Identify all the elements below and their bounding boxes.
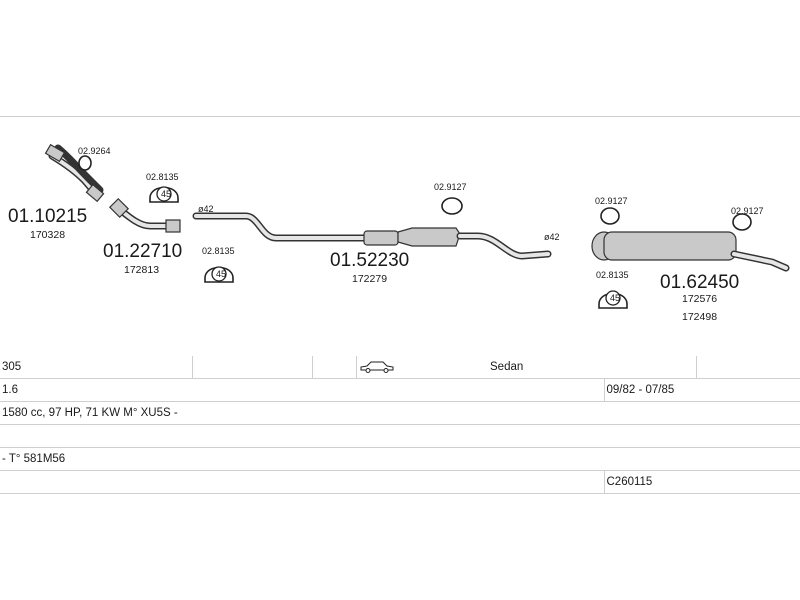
vehicle-spec-table: 305 Sedan 1.6 09/82 - 07/85 1580 cc, 97 … (0, 356, 800, 494)
body-icon-cell (355, 356, 488, 379)
catalogue-code-cell: C260115 (603, 470, 800, 494)
years-cell: 09/82 - 07/85 (603, 378, 800, 402)
fitting-label-ring-rear-1: 02.9127 (595, 196, 628, 206)
rear-silencer (591, 231, 790, 272)
fitting-label-clamp-2: 02.8135 (202, 246, 235, 256)
gasket-front (78, 155, 92, 171)
part-ref-4a: 172576 (682, 293, 717, 305)
fitting-label-ring-rear-2: 02.9127 (731, 206, 764, 216)
diameter-label-1: ø42 (198, 204, 214, 214)
diameter-label-2: ø42 (544, 232, 560, 242)
fitting-label-gasket: 02.9264 (78, 146, 111, 156)
engine-size-cell: 1.6 (0, 378, 604, 402)
spec-row-engine-details: 1580 cc, 97 HP, 71 KW M° XU5S - (0, 401, 800, 425)
spec-row-chassis: - T° 581M56 (0, 447, 800, 471)
fitting-label-clamp-rear: 02.8135 (596, 270, 629, 280)
fitting-label-ring-mid: 02.9127 (434, 182, 467, 192)
part-number-4: 01.62450 (660, 272, 739, 293)
part-ref-3: 172279 (352, 273, 387, 285)
spec-row-empty (0, 424, 800, 448)
part-ref-4b: 172498 (682, 311, 717, 323)
exhaust-system-diagram: 01.10215 170328 01.22710 172813 01.52230… (8, 143, 790, 323)
part-number-1: 01.10215 (8, 206, 87, 227)
top-divider (0, 116, 800, 117)
ring-rear-1 (600, 207, 620, 225)
ring-mid (441, 197, 463, 215)
center-silencer-pipe (192, 212, 552, 260)
body-type-cell: Sedan (488, 356, 696, 379)
part-ref-2: 172813 (124, 264, 159, 276)
clamp-2-size: 45 (216, 269, 226, 279)
spec-row-engine-size: 1.6 09/82 - 07/85 (0, 378, 800, 402)
spec-row-catalogue: C260115 (0, 470, 800, 494)
intermediate-pipe (108, 197, 181, 233)
spec-row-model: 305 Sedan (0, 356, 800, 379)
fitting-label-clamp-1: 02.8135 (146, 172, 179, 182)
clamp-rear-size: 45 (610, 293, 620, 303)
part-ref-1: 170328 (30, 229, 65, 241)
part-number-2: 01.22710 (103, 241, 182, 262)
sedan-car-icon (360, 361, 393, 373)
engine-details-cell: 1580 cc, 97 HP, 71 KW M° XU5S - (0, 401, 800, 425)
clamp-2 (204, 266, 234, 283)
clamp-1-size: 45 (161, 189, 171, 199)
chassis-cell: - T° 581M56 (0, 447, 800, 471)
front-downpipe (44, 143, 105, 203)
part-number-3: 01.52230 (330, 250, 409, 271)
clamp-1 (149, 186, 179, 203)
clamp-rear (598, 290, 628, 309)
ring-rear-2 (732, 213, 752, 231)
model-cell: 305 (0, 356, 192, 379)
